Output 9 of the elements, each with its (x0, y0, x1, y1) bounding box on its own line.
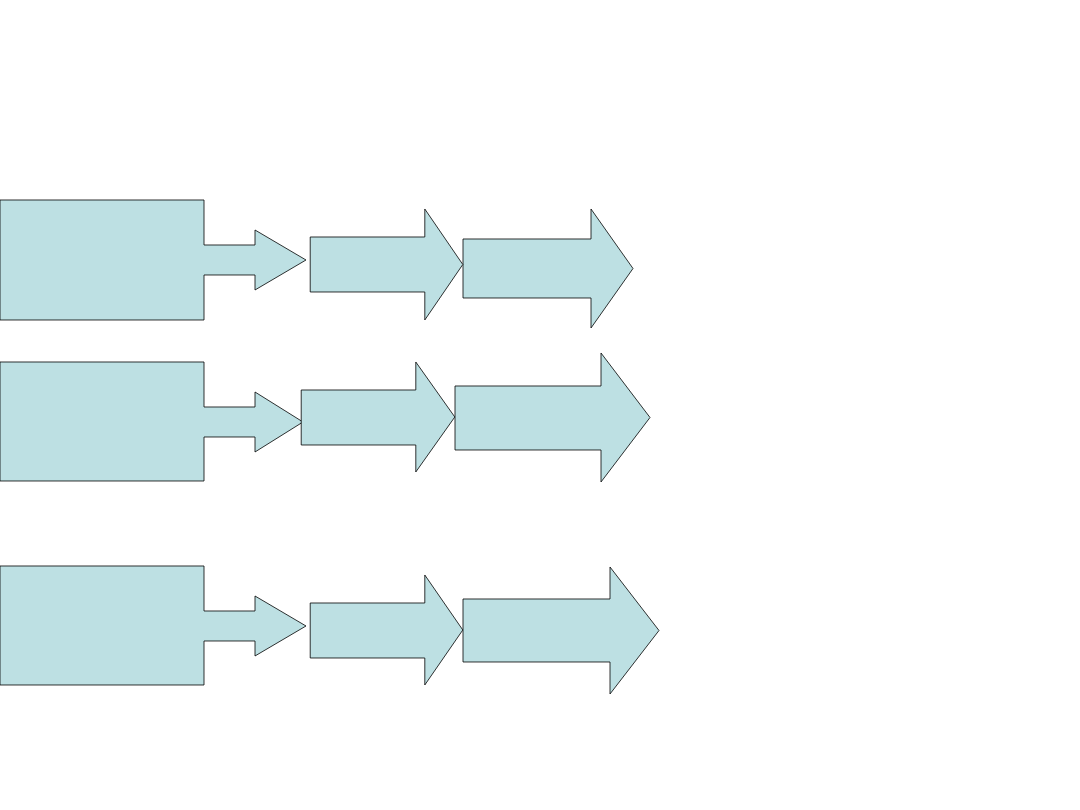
block-arrow (454, 352, 651, 483)
block-arrow (462, 566, 660, 695)
block-arrow (462, 208, 634, 329)
callout-box (0, 361, 304, 482)
callout-box (0, 199, 307, 321)
block-arrow (309, 208, 464, 321)
block-arrow (300, 361, 456, 473)
callout-box (0, 565, 307, 686)
block-arrow (309, 574, 464, 686)
